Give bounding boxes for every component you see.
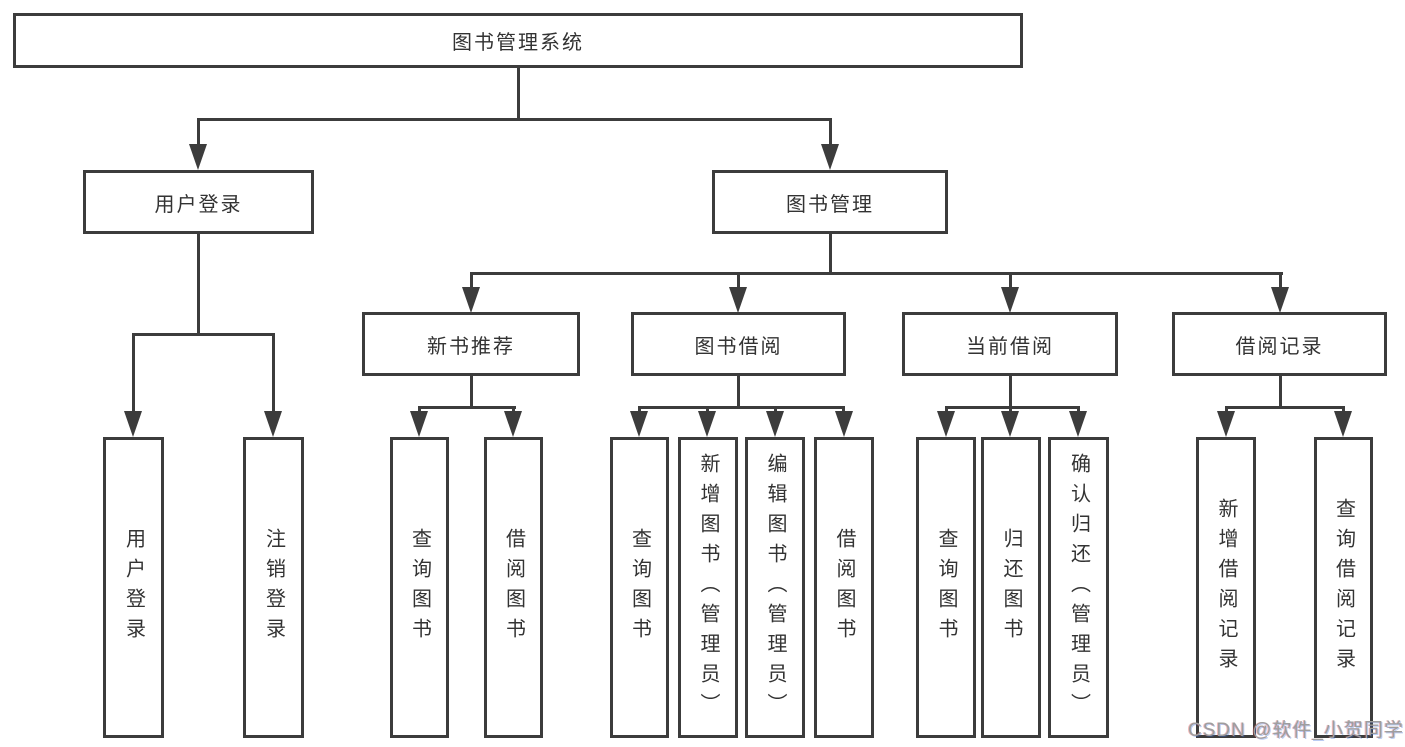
leaf-cb-confirm-return-admin: 确认归还（管理员） bbox=[1048, 437, 1109, 738]
arrow-down-icon bbox=[835, 411, 853, 437]
connector-line bbox=[1279, 272, 1282, 290]
connector-line bbox=[1009, 406, 1012, 414]
connector-line bbox=[272, 333, 275, 413]
leaf-nbr-borrow-books: 借阅图书 bbox=[484, 437, 543, 738]
arrow-down-icon bbox=[410, 411, 428, 437]
node-current-borrowing: 当前借阅 bbox=[902, 312, 1118, 376]
connector-line bbox=[197, 118, 832, 121]
connector-line bbox=[737, 272, 740, 290]
node-user-login: 用户登录 bbox=[83, 170, 314, 234]
arrow-down-icon bbox=[1001, 411, 1019, 437]
connector-line bbox=[842, 406, 845, 414]
connector-line bbox=[197, 118, 200, 148]
node-new-book-recommendation: 新书推荐 bbox=[362, 312, 580, 376]
leaf-bb-query-books: 查询图书 bbox=[610, 437, 669, 738]
leaf-logout: 注销登录 bbox=[243, 437, 304, 738]
connector-line bbox=[132, 333, 135, 413]
connector-line bbox=[517, 67, 520, 121]
connector-line bbox=[132, 333, 275, 336]
arrow-down-icon bbox=[264, 411, 282, 437]
connector-line bbox=[638, 406, 845, 409]
connector-line bbox=[470, 272, 1283, 275]
arrow-down-icon bbox=[1271, 287, 1289, 313]
connector-line bbox=[945, 406, 948, 414]
arrow-down-icon bbox=[630, 411, 648, 437]
connector-line bbox=[512, 406, 515, 414]
leaf-br-query-record: 查询借阅记录 bbox=[1314, 437, 1373, 738]
connector-line bbox=[470, 375, 473, 409]
connector-line bbox=[829, 118, 832, 148]
arrow-down-icon bbox=[189, 144, 207, 170]
arrow-down-icon bbox=[1001, 287, 1019, 313]
leaf-br-add-record: 新增借阅记录 bbox=[1196, 437, 1256, 738]
leaf-nbr-query-books: 查询图书 bbox=[390, 437, 449, 738]
leaf-user-login: 用户登录 bbox=[103, 437, 164, 738]
node-book-management: 图书管理 bbox=[712, 170, 948, 234]
connector-line bbox=[1009, 375, 1012, 409]
connector-line bbox=[418, 406, 421, 414]
arrow-down-icon bbox=[504, 411, 522, 437]
connector-line bbox=[1279, 375, 1282, 409]
arrow-down-icon bbox=[698, 411, 716, 437]
leaf-bb-borrow-books: 借阅图书 bbox=[814, 437, 874, 738]
arrow-down-icon bbox=[462, 287, 480, 313]
connector-line bbox=[774, 406, 777, 414]
arrow-down-icon bbox=[729, 287, 747, 313]
arrow-down-icon bbox=[1334, 411, 1352, 437]
arrow-down-icon bbox=[766, 411, 784, 437]
connector-line bbox=[638, 406, 641, 414]
arrow-down-icon bbox=[937, 411, 955, 437]
node-library-management-system: 图书管理系统 bbox=[13, 13, 1023, 68]
connector-line bbox=[706, 406, 709, 414]
node-book-borrowing: 图书借阅 bbox=[631, 312, 846, 376]
arrow-down-icon bbox=[1069, 411, 1087, 437]
leaf-bb-edit-books-admin: 编辑图书（管理员） bbox=[745, 437, 805, 738]
connector-line bbox=[470, 272, 473, 290]
watermark-csdn: CSDN @软件_小贺同学 bbox=[1188, 720, 1404, 741]
connector-line bbox=[1225, 406, 1344, 409]
arrow-down-icon bbox=[1217, 411, 1235, 437]
connector-line bbox=[737, 375, 740, 409]
connector-line bbox=[1225, 406, 1228, 414]
connector-line bbox=[945, 406, 1079, 409]
node-borrowing-records: 借阅记录 bbox=[1172, 312, 1387, 376]
leaf-cb-return-books: 归还图书 bbox=[981, 437, 1041, 738]
connector-line bbox=[1009, 272, 1012, 290]
arrow-down-icon bbox=[821, 144, 839, 170]
connector-line bbox=[829, 233, 832, 275]
leaf-cb-query-books: 查询图书 bbox=[916, 437, 976, 738]
leaf-bb-add-books-admin: 新增图书（管理员） bbox=[678, 437, 738, 738]
connector-line bbox=[1077, 406, 1080, 414]
connector-line bbox=[197, 233, 200, 336]
arrow-down-icon bbox=[124, 411, 142, 437]
connector-line bbox=[418, 406, 516, 409]
connector-line bbox=[1342, 406, 1345, 414]
